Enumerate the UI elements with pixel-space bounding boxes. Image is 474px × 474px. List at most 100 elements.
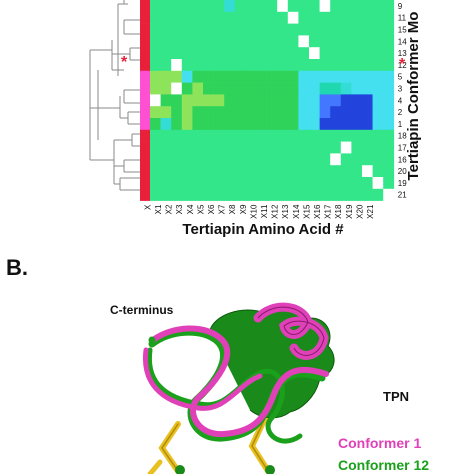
heatmap-cell: [213, 23, 225, 36]
star-marker-left: *: [121, 54, 128, 71]
conformer-group-cell: [140, 23, 150, 36]
heatmap-cell: [309, 106, 320, 119]
heatmap-cell: [181, 82, 193, 95]
heatmap-cell: [160, 94, 172, 107]
heatmap-cell: [309, 94, 320, 107]
heatmap-cell: [277, 165, 289, 178]
heatmap-cell: [171, 70, 183, 83]
heatmap-cell: [181, 70, 193, 83]
heatmap-cell: [362, 0, 373, 13]
heatmap-cell: [372, 118, 384, 131]
heatmap-cell: [192, 141, 204, 154]
heatmap-cell: [309, 70, 320, 83]
heatmap-cell: [362, 188, 373, 201]
row-label: 21: [398, 191, 407, 200]
conformer-group-cell: [140, 11, 150, 24]
heatmap-cell: [298, 35, 310, 48]
heatmap-cell: [171, 23, 183, 36]
heatmap-cell: [224, 177, 236, 190]
heatmap-cell: [298, 106, 310, 119]
heatmap-cell: [192, 188, 204, 201]
heatmap-cell: [256, 153, 267, 166]
heatmap-cell: [340, 23, 352, 36]
row-label: 12: [398, 61, 407, 70]
heatmap-cell: [150, 35, 161, 48]
heatmap-cell: [192, 177, 204, 190]
heatmap-cell: [213, 177, 225, 190]
heatmap-cell: [372, 153, 384, 166]
heatmap-cell: [150, 165, 161, 178]
heatmap-cell: [309, 153, 320, 166]
heatmap-cell: [277, 11, 289, 24]
heatmap-cell: [372, 35, 384, 48]
heatmap-cell: [340, 94, 352, 107]
heatmap-cell: [309, 47, 320, 60]
heatmap-cell: [256, 11, 267, 24]
heatmap-cell: [351, 35, 363, 48]
heatmap-cell: [362, 82, 373, 95]
heatmap-cell: [351, 94, 363, 107]
heatmap-cell: [266, 11, 278, 24]
heatmap-cell: [224, 188, 236, 201]
heatmap-cell: [266, 141, 278, 154]
heatmap-cell: [340, 11, 352, 24]
heatmap-cell: [150, 82, 161, 95]
heatmap-cell: [383, 0, 395, 13]
heatmap-cell: [298, 94, 310, 107]
heatmap-cell: [287, 141, 299, 154]
heatmap-cell: [298, 153, 310, 166]
heatmap-cell: [224, 11, 236, 24]
heatmap-cell: [192, 94, 204, 107]
heatmap-cell: [340, 47, 352, 60]
heatmap-cell: [287, 188, 299, 201]
heatmap-cell: [309, 141, 320, 154]
heatmap-cell: [192, 153, 204, 166]
heatmap-cell: [287, 0, 299, 13]
conformer-group-cell: [140, 153, 150, 166]
heatmap-cell: [351, 118, 363, 131]
heatmap-cell: [234, 23, 246, 36]
heatmap-cell: [171, 165, 183, 178]
heatmap-cell: [309, 35, 320, 48]
heatmap-cell: [160, 82, 172, 95]
heatmap-cell: [309, 129, 320, 142]
heatmap-cell: [213, 106, 225, 119]
heatmap-cell: [298, 141, 310, 154]
heatmap-cell: [150, 141, 161, 154]
heatmap-cell: [203, 11, 214, 24]
heatmap-cell: [234, 35, 246, 48]
heatmap-cell: [372, 165, 384, 178]
heatmap-cell: [298, 59, 310, 72]
heatmap-cell: [213, 59, 225, 72]
heatmap-cell: [256, 23, 267, 36]
heatmap-cell: [213, 188, 225, 201]
row-label: 15: [398, 26, 407, 35]
heatmap-cell: [171, 59, 183, 72]
x-tick-label: X1: [154, 204, 163, 214]
row-label: 13: [398, 49, 407, 58]
x-tick-label: X15: [302, 204, 311, 219]
heatmap-cell: [256, 106, 267, 119]
heatmap-cell: [340, 177, 352, 190]
heatmap-cell: [203, 82, 214, 95]
heatmap-cell: [213, 129, 225, 142]
heatmap-cell: [192, 118, 204, 131]
heatmap-cell: [298, 11, 310, 24]
heatmap-cell: [160, 0, 172, 13]
heatmap-cell: [266, 177, 278, 190]
heatmap-cell: [245, 177, 257, 190]
heatmap-cell: [203, 177, 214, 190]
heatmap-cell: [181, 94, 193, 107]
heatmap-cell: [277, 153, 289, 166]
heatmap-cell: [383, 177, 395, 190]
heatmap-cell: [234, 11, 246, 24]
conformer-group-cell: [140, 35, 150, 48]
heatmap-cell: [256, 35, 267, 48]
heatmap-cell: [351, 82, 363, 95]
heatmap-cell: [181, 0, 193, 13]
heatmap-cell: [171, 153, 183, 166]
heatmap-cell: [319, 177, 331, 190]
heatmap-cell: [351, 153, 363, 166]
row-label: 19: [398, 179, 407, 188]
heatmap-cell: [330, 0, 342, 13]
